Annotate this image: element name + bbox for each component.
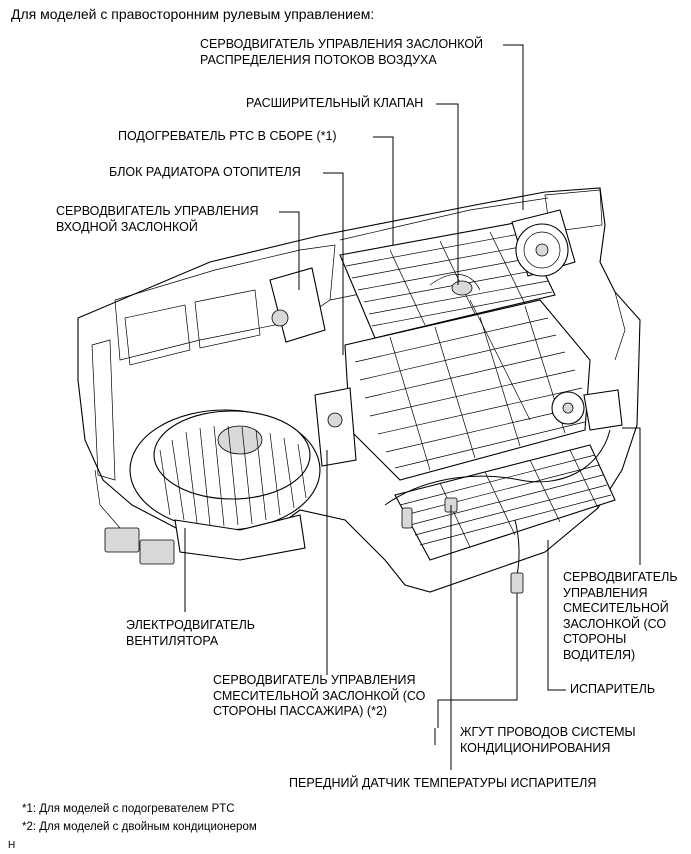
air-mix-driver-servo — [551, 389, 623, 431]
label-heater-radiator: БЛОК РАДИАТОРА ОТОПИТЕЛЯ — [109, 165, 301, 179]
label-air-mix-passenger-servo: СЕРВОДВИГАТЕЛЬ УПРАВЛЕНИЯ СМЕСИТЕЛЬНОЙ З… — [213, 673, 426, 718]
label-evap-temp-sensor: ПЕРЕДНИЙ ДАТЧИК ТЕМПЕРАТУРЫ ИСПАРИТЕЛЯ — [289, 776, 597, 790]
label-inlet-damper-servo: СЕРВОДВИГАТЕЛЬ УПРАВЛЕНИЯ ВХОДНОЙ ЗАСЛОН… — [56, 204, 259, 234]
evaporator-core — [394, 444, 616, 561]
leader-lines — [184, 44, 641, 770]
expansion-valve-pipes — [429, 273, 531, 421]
figure-code: H — [8, 840, 16, 851]
label-evaporator: ИСПАРИТЕЛЬ — [570, 682, 656, 696]
blower-connector — [94, 469, 175, 565]
air-mix-passenger-servo — [314, 387, 357, 467]
label-mode-damper-servo: СЕРВОДВИГАТЕЛЬ УПРАВЛЕНИЯ ЗАСЛОНКОЙ РАСП… — [200, 37, 484, 67]
label-blower-motor: ЭЛЕКТРОДВИГАТЕЛЬ ВЕНТИЛЯТОРА — [126, 618, 255, 648]
label-ac-harness: ЖГУТ ПРОВОДОВ СИСТЕМЫ КОНДИЦИОНИРОВАНИЯ — [460, 725, 636, 755]
footnote-2: *2: Для моделей с двойным кондиционером — [22, 821, 257, 833]
footnote-1: *1: Для моделей с подогревателем PTC — [22, 803, 235, 815]
label-ptc-heater: ПОДОГРЕВАТЕЛЬ PTC В СБОРЕ (*1) — [118, 129, 337, 143]
heater-core-grid — [339, 221, 556, 339]
page-heading: Для моделей с правосторонним рулевым упр… — [11, 6, 375, 22]
label-air-mix-driver-servo: СЕРВОДВИГАТЕЛЬ УПРАВЛЕНИЯ СМЕСИТЕЛЬНОЙ З… — [563, 570, 678, 662]
inlet-servo — [269, 267, 326, 343]
blower-fan — [129, 409, 321, 561]
mode-servo — [511, 209, 576, 277]
label-expansion-valve: РАСШИРИТЕЛЬНЫЙ КЛАПАН — [246, 96, 424, 110]
